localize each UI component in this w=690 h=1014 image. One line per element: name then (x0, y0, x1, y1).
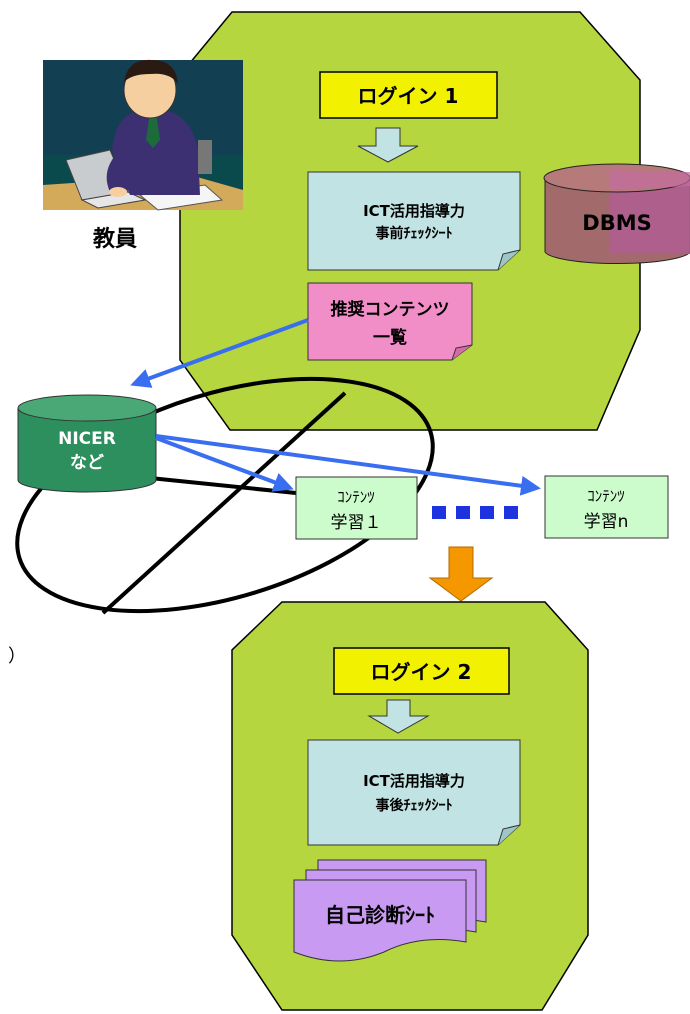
contentn-line2: 学習n (584, 512, 629, 532)
down-arrow-icon (357, 127, 419, 163)
nicer-cylinder (17, 394, 157, 493)
nicer-to-contentn-arrow (155, 434, 541, 496)
post-check-sheet (307, 739, 521, 846)
login1-box (319, 71, 498, 119)
recommend-line2: 一覧 (373, 327, 407, 348)
nicer-to-content1-arrow (155, 436, 294, 492)
down-arrow-2-icon (367, 699, 430, 734)
recommend-to-nicer-arrow (130, 318, 309, 388)
recommend-line1: 推奨コンテンツ (331, 299, 450, 320)
post-check-line1: ICT活用指導力 (363, 772, 465, 790)
post-check-line2: 事後ﾁｪｯｸｼｰﾄ (376, 797, 453, 814)
learning-scope-ellipse (15, 376, 435, 614)
contentn-line1: ｺﾝﾃﾝﾂ (587, 487, 625, 505)
login2-label: ログイン 2 (371, 660, 472, 684)
login1-label: ログイン 1 (358, 84, 459, 108)
nicer-line1: NICER (58, 429, 116, 449)
stray-paren: ） (8, 646, 26, 667)
self-diagnosis-label: 自己診断ｼｰﾄ (325, 903, 435, 927)
recommend-list-box (307, 282, 473, 361)
pre-check-line2: 事前ﾁｪｯｸｼｰﾄ (376, 225, 453, 242)
nicer-line2: など (70, 453, 104, 473)
scope-slash (101, 391, 347, 615)
contentn-box (544, 475, 669, 539)
orange-down-arrow-icon (428, 546, 494, 602)
content1-line2: 学習１ (331, 513, 382, 533)
dbms-cylinder (543, 163, 690, 264)
self-diagnosis-stack (293, 859, 487, 962)
content1-box (295, 476, 418, 540)
teacher-illustration (43, 59, 243, 211)
teacher-label: 教員 (93, 226, 137, 252)
dbms-label: DBMS (582, 211, 651, 235)
login2-box (333, 647, 510, 695)
content1-line1: ｺﾝﾃﾝﾂ (337, 488, 375, 506)
ellipsis-dots (432, 506, 518, 519)
pre-check-sheet (307, 171, 521, 271)
pre-check-line1: ICT活用指導力 (363, 202, 465, 220)
